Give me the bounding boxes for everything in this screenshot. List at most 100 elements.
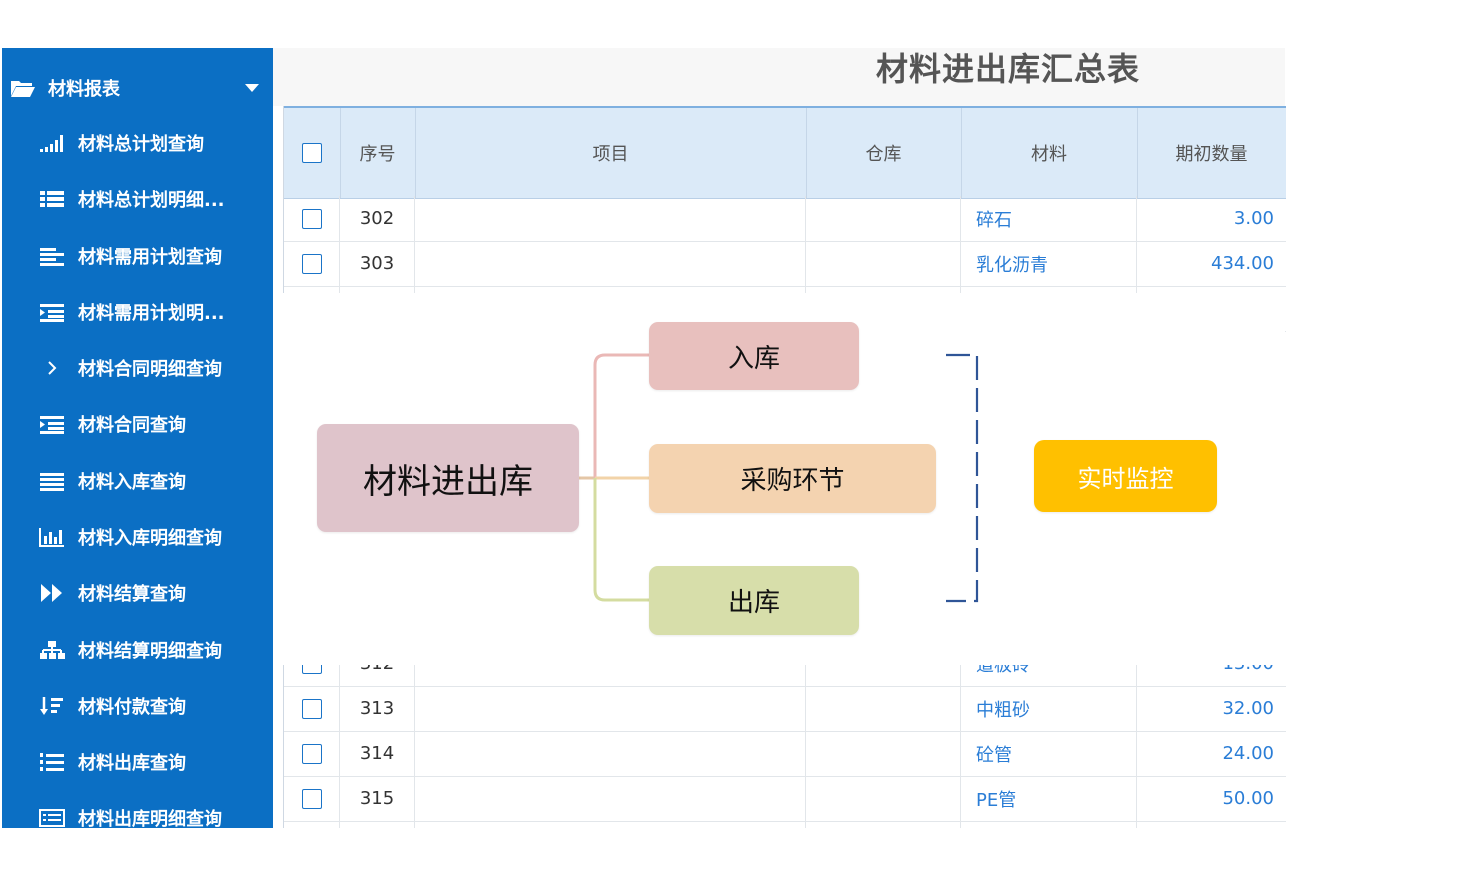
row-qty: 32.00 [1222,698,1274,719]
title-band [273,48,1285,106]
sidebar-item-material-demand-query[interactable]: 材料需用计划查询 [2,236,273,276]
row-project [415,241,806,286]
row-checkbox[interactable] [301,253,322,274]
sidebar-item-material-plan-detail[interactable]: 材料总计划明细... [2,179,273,219]
row-project [415,686,806,731]
header-seq[interactable]: 序号 [340,108,416,198]
row-checkbox[interactable] [301,698,322,719]
sidebar-item-material-contract-query[interactable]: 材料合同查询 [2,404,273,444]
header-project[interactable]: 项目 [415,108,807,198]
row-seq: 303 [340,241,415,286]
row-stub [961,821,1137,828]
page-title: 材料进出库汇总表 [876,50,1141,88]
table-row [284,821,1286,828]
sidebar-item-label: 材料总计划查询 [78,134,204,155]
bar-chart-icon [38,526,66,548]
row-project [415,196,806,241]
select-all-cell [284,108,341,198]
row-stub [284,821,340,828]
flow-diagram-overlay: 材料进出库 入库 采购环节 出库 实时监控 [283,293,1285,665]
hamburger-lines-icon [38,470,66,492]
row-qty: 434.00 [1211,253,1274,274]
table-row[interactable]: 315 PE管 50.00 [284,776,1286,822]
row-stub [415,821,806,828]
sort-down-icon [38,695,66,717]
node-outbound: 出库 [649,566,859,635]
align-left-icon [38,245,66,267]
data-table: 序号 项目 仓库 材料 期初数量 302 碎石 3.00 303 乳化沥青 43… [283,106,1286,828]
row-checkbox-cell [284,686,340,731]
row-stub [806,821,961,828]
row-qty: 3.00 [1233,208,1274,229]
sidebar-item-label: 材料结算查询 [78,584,186,605]
table-row[interactable]: 314 砼管 24.00 [284,731,1286,777]
sitemap-icon [38,639,66,661]
sidebar-group-header[interactable]: 材料报表 [2,68,273,108]
chevron-right-icon [38,357,66,379]
row-checkbox-cell [284,731,340,776]
header-warehouse[interactable]: 仓库 [806,108,962,198]
row-project [415,776,806,821]
sidebar-item-material-demand-detail[interactable]: 材料需用计划明... [2,292,273,332]
table-header: 序号 项目 仓库 材料 期初数量 [284,106,1286,199]
sidebar-item-label: 材料总计划明细... [78,190,225,211]
folder-open-icon [11,81,35,97]
row-seq: 302 [340,196,415,241]
row-checkbox[interactable] [301,208,322,229]
row-warehouse [806,241,961,286]
sidebar-item-material-settlement-detail[interactable]: 材料结算明细查询 [2,630,273,670]
row-material-link[interactable]: 乳化沥青 [961,241,1137,286]
table-row[interactable]: 313 中粗砂 32.00 [284,686,1286,732]
row-checkbox[interactable] [301,788,322,809]
sidebar-item-material-settlement-query[interactable]: 材料结算查询 [2,573,273,613]
caret-down-icon[interactable] [245,84,259,92]
row-warehouse [806,196,961,241]
sidebar-item-label: 材料结算明细查询 [78,641,222,662]
row-seq: 315 [340,776,415,821]
header-opening-qty[interactable]: 期初数量 [1175,144,1248,165]
node-inbound: 入库 [649,322,859,390]
row-stub [340,821,415,828]
fast-forward-icon [38,582,66,604]
sidebar-item-material-outbound-query[interactable]: 材料出库查询 [2,742,273,782]
row-material-link[interactable]: 中粗砂 [961,686,1137,731]
select-all-checkbox[interactable] [302,143,322,163]
row-warehouse [806,686,961,731]
sidebar-group-title: 材料报表 [48,79,120,100]
header-material[interactable]: 材料 [961,108,1138,198]
sidebar-item-material-outbound-detail[interactable]: 材料出库明细查询 [2,798,273,828]
sidebar-item-material-payment-query[interactable]: 材料付款查询 [2,686,273,726]
table-row[interactable]: 302 碎石 3.00 [284,196,1286,242]
ordered-list-icon [38,751,66,773]
sidebar-item-label: 材料入库明细查询 [78,528,222,549]
row-checkbox[interactable] [301,743,322,764]
sidebar-item-label: 材料需用计划明... [78,303,225,324]
row-qty: 24.00 [1222,743,1274,764]
row-seq: 314 [340,731,415,776]
list-table-icon [38,188,66,210]
sidebar-item-material-inbound-detail[interactable]: 材料入库明细查询 [2,517,273,557]
sidebar-item-material-inbound-query[interactable]: 材料入库查询 [2,461,273,501]
row-seq: 313 [340,686,415,731]
row-qty: 50.00 [1222,788,1274,809]
sidebar-item-label: 材料需用计划查询 [78,247,222,268]
row-material-link[interactable]: 砼管 [961,731,1137,776]
row-material-link[interactable]: 碎石 [961,196,1137,241]
list-box-icon [38,807,66,828]
row-material-link[interactable]: PE管 [961,776,1137,821]
sidebar-item-label: 材料付款查询 [78,697,186,718]
row-checkbox-cell [284,241,340,286]
sidebar-item-material-contract-detail[interactable]: 材料合同明细查询 [2,348,273,388]
sidebar-item-label: 材料合同查询 [78,415,186,436]
sidebar-item-label: 材料出库查询 [78,753,186,774]
row-warehouse [806,776,961,821]
signal-bars-icon [38,132,66,154]
table-row[interactable]: 303 乳化沥青 434.00 [284,241,1286,287]
row-project [415,731,806,776]
indent-list-icon [38,413,66,435]
node-material-inout: 材料进出库 [317,424,579,532]
row-checkbox-cell [284,196,340,241]
sidebar-item-label: 材料合同明细查询 [78,359,222,380]
sidebar-item-label: 材料出库明细查询 [78,809,222,828]
sidebar-item-material-plan-query[interactable]: 材料总计划查询 [2,123,273,163]
